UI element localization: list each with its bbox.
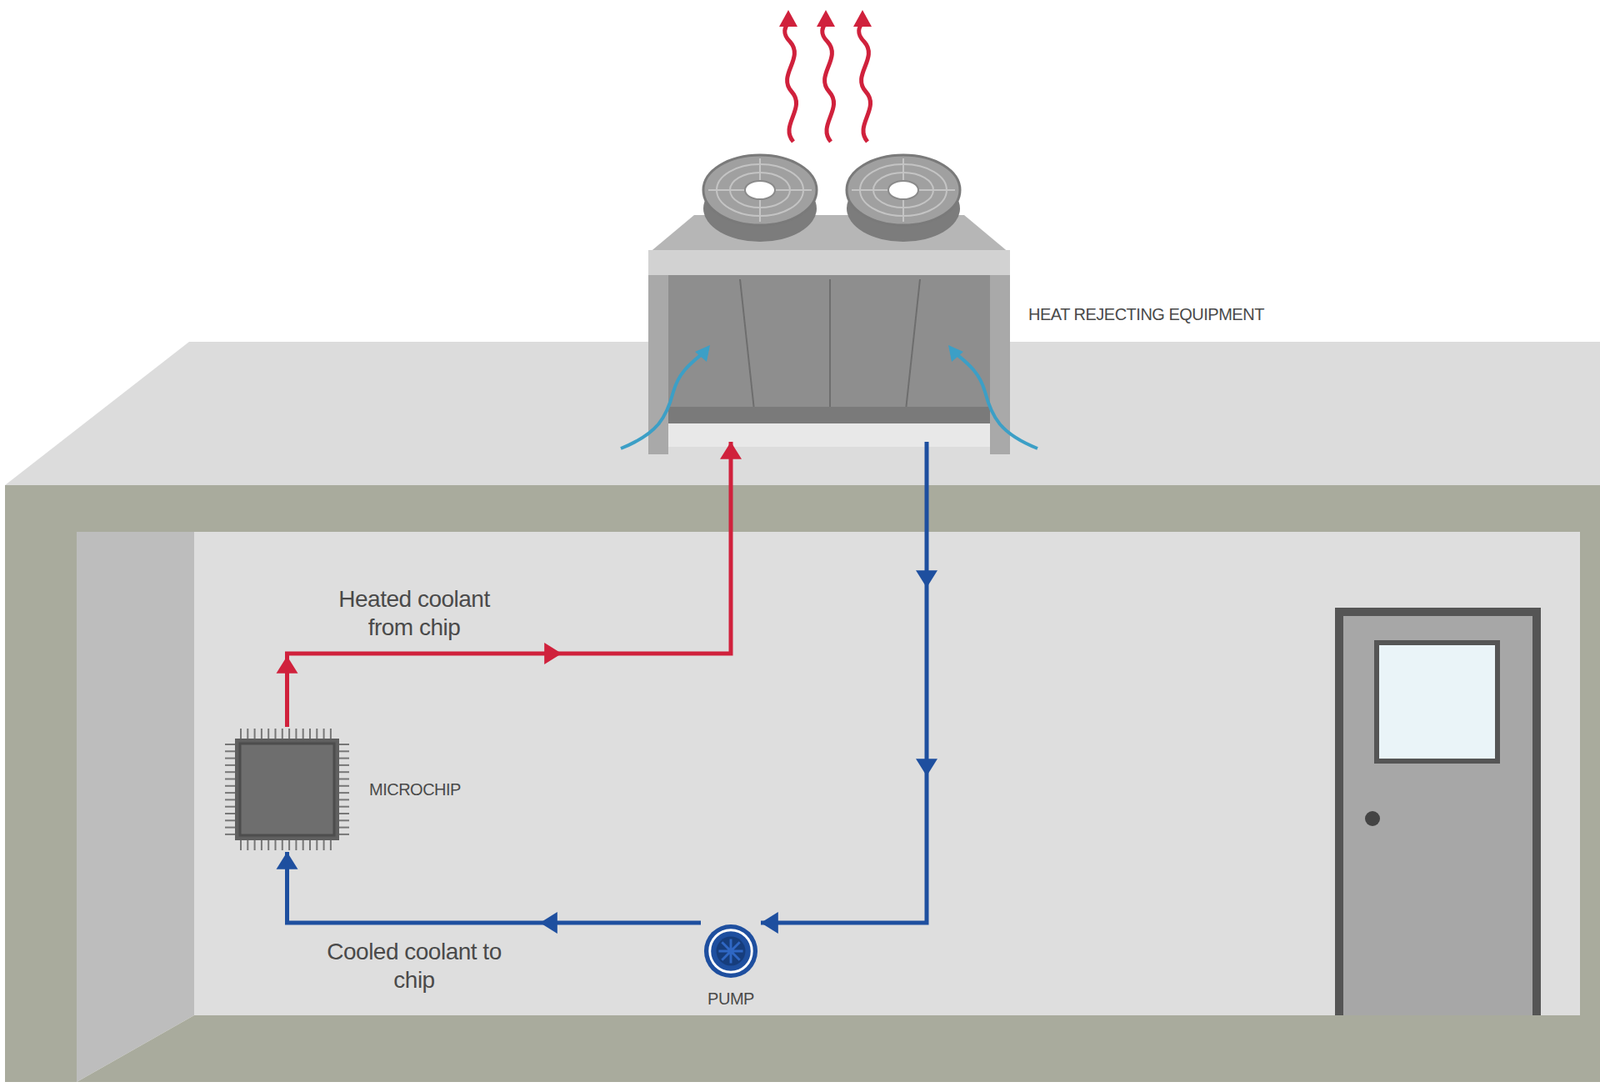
arrowhead xyxy=(544,642,562,665)
arrowhead xyxy=(276,655,299,674)
part-label: PUMP xyxy=(669,989,793,1009)
edge-label: Cooled coolant to chip xyxy=(314,937,515,995)
door-frame xyxy=(1335,607,1541,1015)
equipment-base xyxy=(666,406,992,424)
heat-arrowhead xyxy=(779,10,798,27)
panel-line xyxy=(740,279,755,410)
heat-arrow xyxy=(785,23,871,142)
heat-arrowhead xyxy=(816,10,835,27)
coolant-pipe xyxy=(760,441,938,934)
door xyxy=(1343,615,1533,1015)
door-knob xyxy=(1365,810,1380,826)
right-wall xyxy=(1580,531,1600,1032)
arrowhead xyxy=(720,441,742,460)
pump: PUMP xyxy=(702,922,760,980)
pipe-line xyxy=(760,441,927,923)
coolant-pipe xyxy=(276,851,702,934)
air-arrowhead xyxy=(695,345,710,362)
microchip: MICROCHIP xyxy=(222,726,352,852)
left-wall xyxy=(5,485,77,1082)
floor xyxy=(76,1015,1600,1082)
heat-arrowhead xyxy=(853,10,872,27)
fan xyxy=(703,155,817,242)
chip-graphic xyxy=(222,726,352,852)
equipment-body xyxy=(666,266,992,417)
heat-rejecting-equipment: HEAT REJECTING EQUIPMENT xyxy=(648,150,1010,442)
back-wall xyxy=(194,531,1580,1015)
panel-line xyxy=(905,279,920,410)
roof-band xyxy=(5,485,1600,532)
arrowhead xyxy=(276,851,299,870)
arrowhead xyxy=(915,570,938,588)
part-label: MICROCHIP xyxy=(369,780,461,800)
equipment-pad xyxy=(658,423,1000,447)
door-window-frame xyxy=(1374,640,1500,764)
arrowhead xyxy=(915,758,938,776)
fan xyxy=(846,155,960,242)
pipe-line xyxy=(287,441,732,727)
panel-line xyxy=(829,279,831,410)
air-intake-arrow xyxy=(620,350,1038,449)
edge-label: Heated coolant from chip xyxy=(314,585,515,642)
arrowhead xyxy=(760,911,779,934)
part-label: HEAT REJECTING EQUIPMENT xyxy=(1028,305,1265,325)
side-wall xyxy=(76,531,195,1082)
equipment-strip xyxy=(648,250,1010,275)
pump-graphic xyxy=(702,922,760,980)
pipe-line xyxy=(287,851,702,923)
coolant-pipe xyxy=(276,441,743,727)
air-arrowhead xyxy=(948,345,964,362)
arrowhead xyxy=(540,911,558,934)
door-window xyxy=(1379,645,1495,759)
